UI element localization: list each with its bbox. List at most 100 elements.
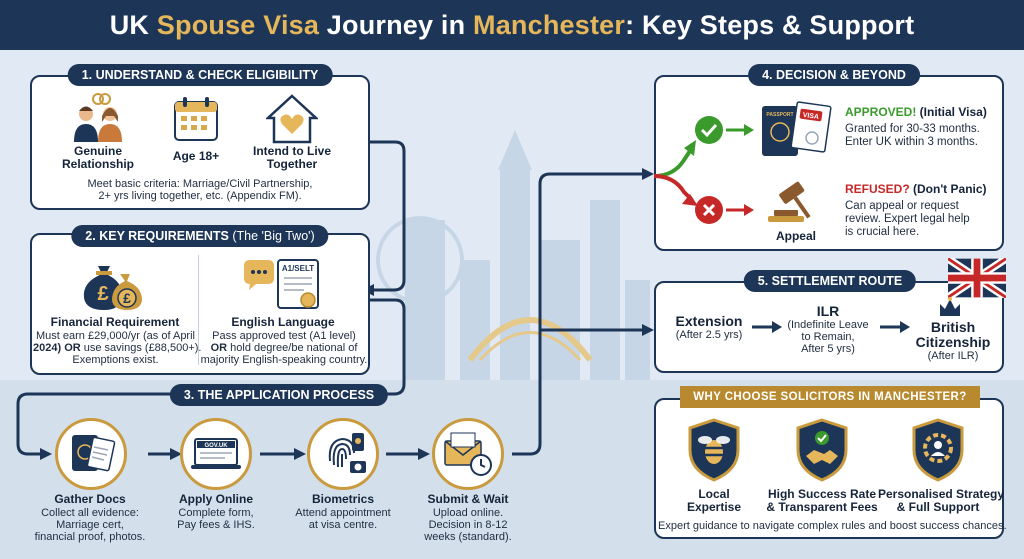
step-label: Submit & Wait (427, 492, 509, 506)
note-line: Meet basic criteria: Marriage/Civil Part… (87, 178, 313, 190)
svg-text:£: £ (97, 283, 108, 305)
settlement-line: (After ILR) (927, 350, 979, 362)
application-heading: 3. THE APPLICATION PROCESS (169, 384, 389, 406)
step-line: financial proof, photos. (34, 531, 146, 543)
item-label: Together (266, 157, 318, 171)
biometrics-text: Attend appointment at visa centre. (278, 507, 408, 531)
financial-requirement-label: Financial Requirement (40, 316, 190, 329)
refused-line: review. Expert legal help (845, 213, 970, 225)
title-bar: UK Spouse Visa Journey in Manchester: Ke… (0, 0, 1024, 50)
english-label: English Language (231, 315, 335, 329)
financial-line: Must earn £29,000/yr (as of April (36, 330, 195, 342)
handshake-shield-icon (796, 418, 848, 482)
eligibility-heading-text: 1. UNDERSTAND & CHECK ELIGIBILITY (81, 68, 319, 82)
settlement-step-citizenship: British Citizenship (After ILR) (908, 319, 998, 363)
gather-docs-text: Collect all evidence: Marriage cert, fin… (25, 507, 155, 543)
settlement-title: Extension (675, 313, 743, 329)
step-line: Pay fees & IHS. (177, 519, 255, 531)
why-choose-footer: Expert guidance to navigate complex rule… (658, 520, 1007, 532)
settlement-line: (After 2.5 yrs) (675, 329, 743, 341)
application-step-biometrics (307, 418, 379, 490)
step-line: Collect all evidence: (41, 507, 139, 519)
biometrics-label: Biometrics (283, 493, 403, 506)
calendar-icon (174, 97, 218, 141)
requirements-divider (198, 255, 199, 365)
step-line: at visa centre. (308, 519, 378, 531)
note-line: 2+ yrs living together, etc. (Appendix F… (98, 190, 302, 202)
step-line: Marriage cert, (56, 519, 124, 531)
refused-block: REFUSED? (Don't Panic) Can appeal or req… (845, 183, 1001, 239)
crown-icon (940, 297, 960, 316)
step-label: Gather Docs (54, 492, 126, 506)
screen-text: GOV.UK (204, 443, 228, 449)
why-item-label: & Full Support (896, 500, 980, 514)
settlement-step-ilr: ILR (Indefinite Leave to Remain, After 5… (780, 304, 876, 356)
gather-docs-label: Gather Docs (30, 493, 150, 506)
couple-icon (74, 93, 122, 142)
settlement-title: British (930, 319, 976, 335)
item-label: Intend to Live (253, 144, 331, 158)
application-step-apply-online: GOV.UK (180, 418, 252, 490)
refused-title: REFUSED? (845, 182, 910, 196)
item-label: Genuine (73, 144, 122, 158)
svg-text:£: £ (123, 290, 131, 306)
english-line-bold: OR (210, 342, 228, 354)
settlement-line: After 5 yrs) (801, 343, 855, 355)
why-item-label: Personalised Strategy (878, 487, 1005, 501)
title-text: : Key Steps & Support (625, 9, 915, 40)
gear-person-shield-icon (912, 418, 964, 482)
financial-label: Financial Requirement (50, 315, 180, 329)
why-item-local-expertise: Local Expertise (664, 488, 764, 514)
english-language-label: English Language (208, 316, 358, 329)
application-step-submit-wait (432, 418, 504, 490)
english-line: Pass approved test (A1 level) (212, 330, 356, 342)
appeal-label: Appeal (765, 230, 827, 243)
refused-suffix: (Don't Panic) (909, 182, 987, 196)
fingerprint-icon (328, 433, 366, 473)
refused-line: is crucial here. (845, 226, 920, 238)
eligibility-item-relationship: Genuine Relationship (62, 145, 134, 171)
approved-line: Granted for 30-33 months. (845, 123, 980, 135)
certificate-chat-icon: A1/SELT (244, 259, 319, 309)
settlement-title: Citizenship (915, 334, 991, 350)
appeal-text: Appeal (775, 229, 816, 243)
step-label: Apply Online (178, 492, 253, 506)
settlement-line: (Indefinite Leave (787, 319, 869, 331)
arrow-right-icon (752, 321, 782, 333)
why-item-label: Local (698, 487, 730, 501)
apply-online-label: Apply Online (156, 493, 276, 506)
house-heart-icon (266, 94, 318, 144)
eligibility-panel (30, 75, 370, 210)
submit-wait-label: Submit & Wait (408, 493, 528, 506)
approved-block: APPROVED! (Initial Visa) Granted for 30-… (845, 106, 1001, 149)
financial-requirement-text: Must earn £29,000/yr (as of April 2024) … (33, 330, 201, 366)
eligibility-item-age: Age 18+ (160, 150, 232, 163)
eligibility-heading: 1. UNDERSTAND & CHECK ELIGIBILITY (67, 64, 333, 86)
decision-branch-arrows (654, 116, 754, 224)
envelope-clock-icon (444, 432, 492, 476)
apply-online-text: Complete form, Pay fees & IHS. (151, 507, 281, 531)
submit-wait-text: Upload online. Decision in 8-12 weeks (s… (403, 507, 533, 543)
approved-line: Enter UK within 3 months. (845, 136, 978, 148)
settlement-line: to Remain, (801, 331, 855, 343)
item-label: Relationship (62, 157, 135, 171)
decision-panel (654, 75, 1004, 251)
union-jack-flag-icon (948, 258, 1006, 298)
english-language-text: Pass approved test (A1 level) OR hold de… (200, 330, 368, 366)
title-highlight: Manchester (473, 9, 626, 40)
settlement-heading: 5. SETTLEMENT ROUTE (743, 270, 917, 292)
passport-label: PASSPORT (766, 112, 793, 118)
visa-label: VISA (802, 112, 819, 121)
approved-title: APPROVED! (845, 105, 917, 119)
arrow-right-icon (880, 321, 910, 333)
gavel-icon (768, 181, 811, 222)
requirements-heading: 2. KEY REQUIREMENTS (The 'Big Two') (71, 225, 329, 247)
financial-line: Exemptions exist. (72, 354, 159, 366)
step-line: Complete form, (178, 507, 254, 519)
requirements-heading-suffix: (The 'Big Two') (228, 229, 315, 243)
title-text: UK (109, 9, 157, 40)
why-item-success-rate: High Success Rate & Transparent Fees (762, 488, 882, 514)
application-heading-text: 3. THE APPLICATION PROCESS (183, 388, 375, 402)
step-label: Biometrics (311, 492, 375, 506)
page-title: UK Spouse Visa Journey in Manchester: Ke… (110, 10, 915, 41)
